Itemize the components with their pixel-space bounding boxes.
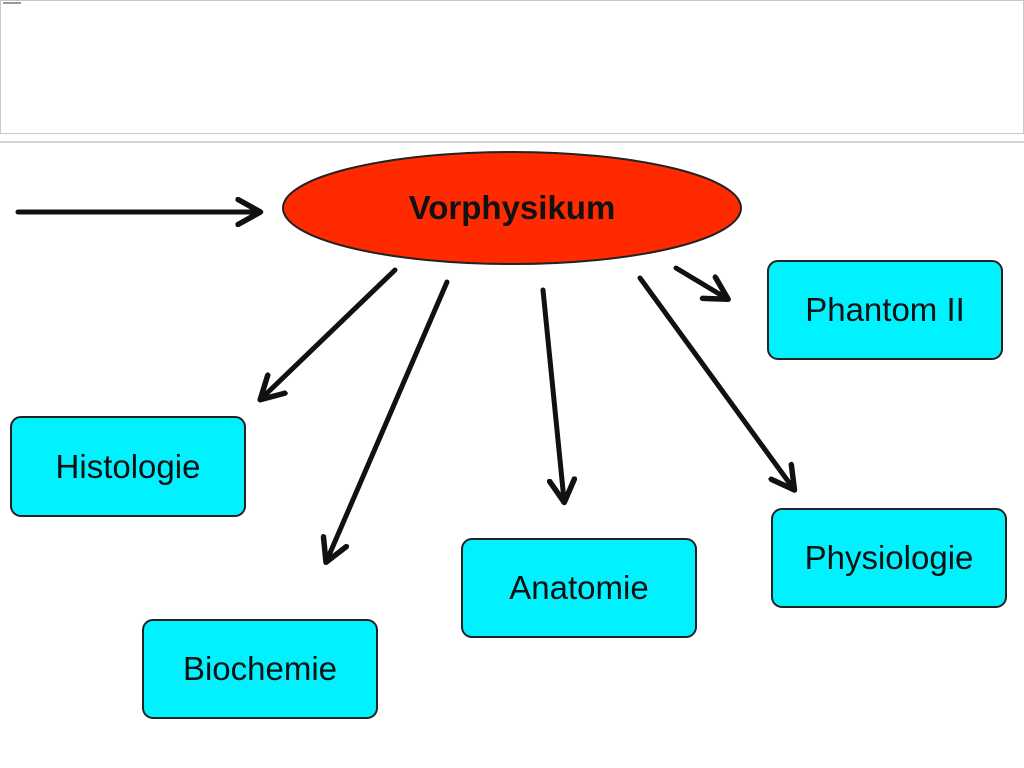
header-divider (0, 141, 1024, 143)
arrow-to-histologie (262, 267, 398, 398)
node-histologie: Histologie (10, 416, 246, 517)
arrow-to-biochemie (327, 279, 450, 560)
center-node-shape (282, 151, 742, 265)
arrow-to-phantom (673, 265, 726, 298)
node-biochemie: Biochemie (142, 619, 378, 719)
corner-mark (3, 2, 21, 4)
arrow-to-anatomie (540, 287, 564, 500)
node-physiologie: Physiologie (771, 508, 1007, 608)
center-node-label: Vorphysikum (408, 189, 616, 226)
node-anatomie: Anatomie (461, 538, 697, 638)
header-panel (0, 0, 1024, 134)
arrow-to-physiologie (637, 275, 793, 488)
node-phantom: Phantom II (767, 260, 1003, 360)
